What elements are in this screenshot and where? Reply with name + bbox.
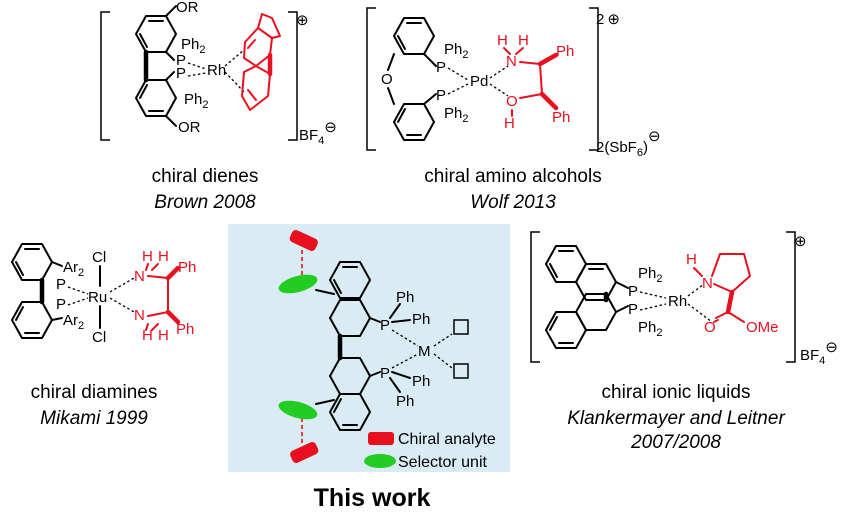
svg-text:Ph: Ph bbox=[556, 43, 574, 60]
analyte-mark-bottom bbox=[290, 441, 319, 463]
legend-analyte-label: Chiral analyte bbox=[398, 431, 496, 448]
legend-analyte-symbol bbox=[368, 432, 394, 445]
atom-m: M bbox=[418, 343, 431, 360]
svg-text:H: H bbox=[497, 32, 508, 49]
atom-p-top: P bbox=[176, 52, 186, 69]
bracket-right bbox=[589, 7, 599, 151]
counterion-wolf: 2(SbF6)⊖ bbox=[596, 128, 661, 159]
atom-ph-2: Ph bbox=[412, 311, 430, 328]
atom-cl-bottom: Cl bbox=[92, 329, 106, 346]
amino-alcohol-ligand: N H H O H Ph Ph bbox=[497, 32, 574, 132]
bracket-right bbox=[288, 11, 298, 141]
citation-mikami: Mikami 1999 bbox=[40, 408, 148, 429]
panel-wolf: O P P Ph2 Ph2 Pd N H H O H Ph Ph bbox=[366, 7, 661, 213]
atom-or-top: OR bbox=[176, 0, 199, 16]
aryl-ring-mid-bottom bbox=[329, 357, 371, 395]
atom-rh: Rh bbox=[207, 62, 226, 79]
citation-leitner-line2: 2007/2008 bbox=[630, 432, 721, 453]
atom-p-top: P bbox=[628, 283, 638, 300]
panel-leitner: P P Ph2 Ph2 Rh H N O OMe ⊕ BF4⊖ chiral i… bbox=[530, 231, 838, 453]
atom-o-ether: O bbox=[381, 71, 393, 88]
atom-ph2-bottom: Ph2 bbox=[184, 91, 208, 111]
selector-mark-top bbox=[278, 274, 318, 294]
svg-text:Ph: Ph bbox=[552, 109, 570, 126]
legend-selector-label: Selector unit bbox=[398, 454, 487, 471]
atom-p-bottom: P bbox=[380, 365, 390, 382]
bracket-right bbox=[786, 231, 796, 363]
svg-text:OMe: OMe bbox=[746, 319, 779, 336]
atom-p-bottom: P bbox=[176, 65, 186, 82]
citation-wolf: Wolf 2013 bbox=[470, 192, 556, 213]
atom-p-top: P bbox=[380, 317, 390, 334]
analyte-mark-top bbox=[289, 229, 318, 251]
proline-ester-ligand: H N O OMe bbox=[686, 251, 779, 336]
charge-wolf: 2⊕ bbox=[596, 11, 620, 28]
atom-or-bottom: OR bbox=[178, 119, 201, 136]
aryl-ring-mid-top bbox=[329, 299, 371, 337]
atom-ru: Ru bbox=[88, 289, 107, 306]
atom-ph2-bottom: Ph2 bbox=[444, 105, 468, 125]
vacant-site-top bbox=[453, 319, 469, 335]
atom-ph-3: Ph bbox=[412, 373, 430, 390]
legend-selector-symbol bbox=[364, 454, 396, 468]
svg-text:O: O bbox=[704, 319, 716, 336]
citation-leitner-line1: Klankermayer and Leitner bbox=[567, 408, 785, 429]
svg-text:O: O bbox=[506, 93, 518, 110]
atom-ph-1: Ph bbox=[396, 289, 414, 306]
this-work-background bbox=[228, 224, 510, 472]
svg-text:H: H bbox=[158, 248, 169, 265]
caption-mikami: chiral diamines bbox=[31, 382, 158, 403]
svg-text:H: H bbox=[142, 248, 153, 265]
atom-pd: Pd bbox=[470, 73, 488, 90]
atom-ar2-bottom: Ar2 bbox=[63, 312, 84, 332]
atom-p-top: P bbox=[436, 59, 446, 76]
svg-text:N: N bbox=[702, 275, 713, 292]
svg-text:H: H bbox=[518, 32, 529, 49]
vacant-site-bottom bbox=[453, 363, 469, 379]
diene-ligand bbox=[241, 13, 281, 111]
diamine-ligand: N N H H H H Ph Ph bbox=[134, 248, 196, 344]
svg-text:Ph: Ph bbox=[176, 321, 194, 338]
charge-brown: ⊕ bbox=[296, 12, 309, 29]
svg-text:N: N bbox=[506, 53, 517, 70]
atom-cl-top: Cl bbox=[92, 249, 106, 266]
atom-ph2-top: Ph2 bbox=[444, 41, 468, 61]
atom-p-top: P bbox=[56, 276, 66, 293]
caption-wolf: chiral amino alcohols bbox=[424, 166, 601, 187]
counterion-leitner: BF4⊖ bbox=[800, 339, 838, 367]
atom-p-bottom: P bbox=[628, 301, 638, 318]
bracket-left bbox=[530, 231, 540, 363]
bracket-left bbox=[366, 7, 376, 151]
counterion-brown: BF4⊖ bbox=[299, 119, 337, 147]
svg-text:H: H bbox=[142, 327, 153, 344]
atom-rh: Rh bbox=[668, 293, 687, 310]
panel-mikami: Ar2 Ar2 P P Ru Cl Cl N N H H H H Ph bbox=[11, 243, 196, 429]
charge-leitner: ⊕ bbox=[794, 233, 807, 250]
caption-leitner: chiral ionic liquids bbox=[602, 382, 751, 403]
atom-ph2-top: Ph2 bbox=[638, 265, 662, 285]
panel-this-work: P P Ph Ph Ph Ph M Chiral analyte Selecto… bbox=[228, 224, 510, 512]
atom-p-bottom: P bbox=[436, 87, 446, 104]
atom-ph2-top: Ph2 bbox=[181, 36, 205, 56]
selector-mark-bottom bbox=[278, 400, 318, 420]
atom-ar2-top: Ar2 bbox=[63, 259, 84, 279]
aryl-ring-top bbox=[329, 261, 371, 299]
atom-ph-4: Ph bbox=[396, 393, 414, 410]
citation-brown: Brown 2008 bbox=[154, 192, 256, 213]
svg-text:H: H bbox=[158, 327, 169, 344]
atom-p-bottom: P bbox=[56, 296, 66, 313]
svg-text:Ph: Ph bbox=[178, 259, 196, 276]
panel-brown: P P Ph2 Ph2 OR OR Rh ⊕ BF4⊖ chiral diene… bbox=[100, 0, 337, 213]
atom-ph2-bottom: Ph2 bbox=[638, 319, 662, 339]
caption-brown: chiral dienes bbox=[152, 166, 259, 187]
bracket-left bbox=[100, 11, 110, 141]
this-work-title: This work bbox=[314, 484, 431, 512]
svg-text:N: N bbox=[134, 268, 145, 285]
svg-text:N: N bbox=[134, 307, 145, 324]
svg-text:H: H bbox=[504, 115, 515, 132]
svg-text:H: H bbox=[686, 251, 697, 268]
